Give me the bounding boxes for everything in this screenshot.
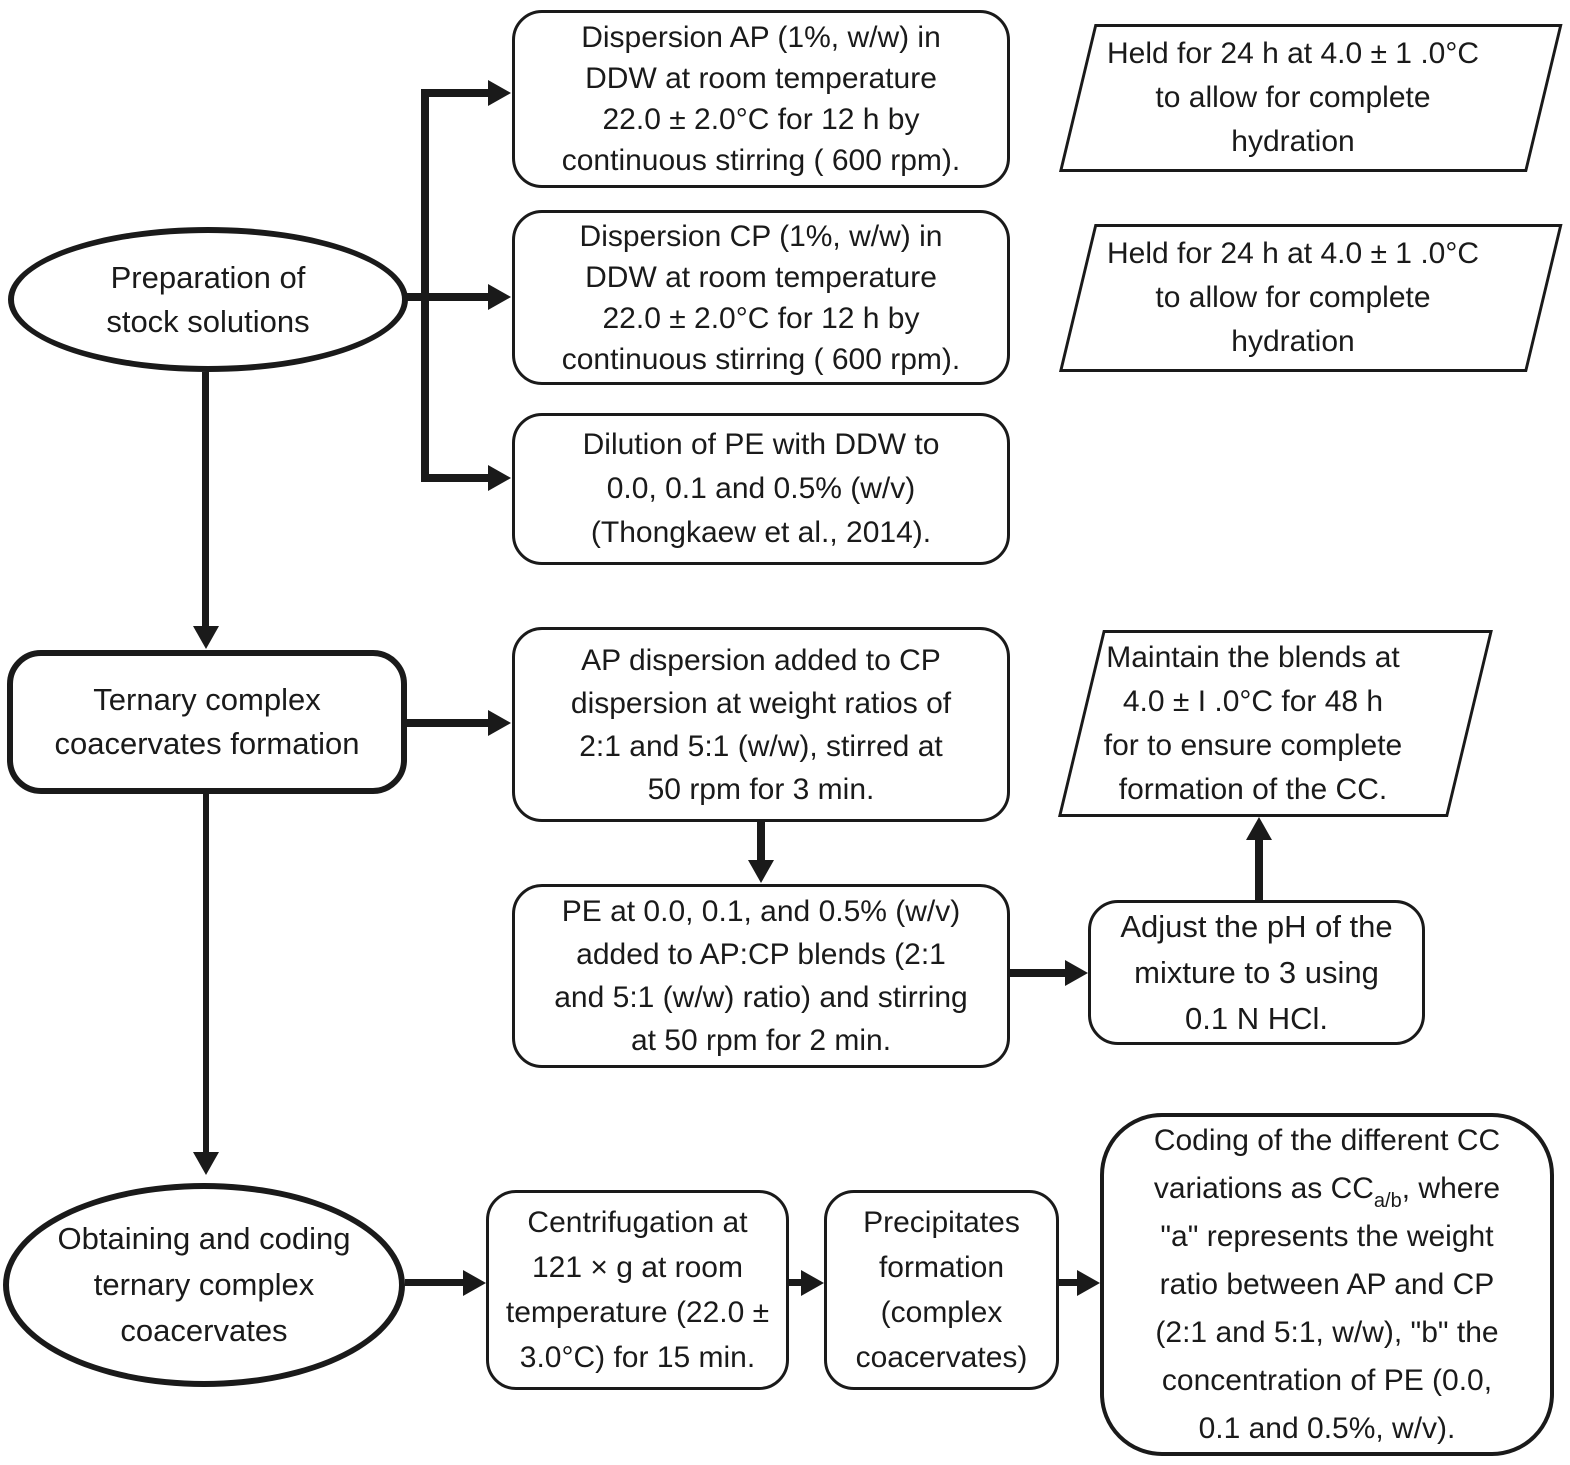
arrowhead-to-cp [488,284,511,310]
coding-subscript: a/b [1373,1189,1402,1212]
connector-to-cp [405,293,489,301]
connector-peblend-to-ph [1010,969,1066,977]
connector-ph-to-maintain [1255,838,1263,900]
coding-line-1: Coding of the different CC [1153,1123,1501,1157]
node-dilution-pe: Dilution of PE with DDW to 0.0, 0.1 and … [512,413,1010,565]
arrowhead-to-ap [488,80,511,106]
arrowhead-ternary-to-obtain [193,1152,219,1175]
connector-centrifuge-to-precipitates [789,1279,803,1286]
connector-apcp-to-peblend [757,820,765,862]
arrowhead-apcp-to-peblend [748,860,774,883]
node-hydration-hold-2: Held for 24 h at 4.0 ± 1 .0°C to allow f… [1059,224,1563,372]
node-maintain-blends-label: Maintain the blends at 4.0 ± I .0°C for … [1103,640,1403,806]
node-dispersion-ap: Dispersion AP (1%, w/w) in DDW at room t… [512,10,1010,188]
connector-branch-trunk [421,89,429,481]
connector-obtain-to-centrifuge [405,1279,465,1286]
connector-to-pe [421,474,489,482]
node-precipitates: Precipitates formation (complex coacerva… [824,1190,1059,1390]
connector-to-ap [421,89,489,97]
node-hydration-hold-1: Held for 24 h at 4.0 ± 1 .0°C to allow f… [1059,24,1563,172]
connector-precipitates-to-coding [1059,1279,1079,1286]
node-preparation-stock-solutions: Preparation of stock solutions [8,227,408,372]
node-coding-cc: Coding of the different CC variations as… [1100,1113,1554,1456]
node-maintain-blends: Maintain the blends at 4.0 ± I .0°C for … [1058,630,1493,817]
arrowhead-ternary-to-apcp [488,710,511,736]
arrowhead-centrifuge-to-precipitates [801,1270,824,1296]
node-dispersion-cp: Dispersion CP (1%, w/w) in DDW at room t… [512,210,1010,385]
arrowhead-to-pe [488,465,511,491]
node-centrifugation: Centrifugation at 121 × g at room temper… [486,1190,789,1390]
coding-cc-text: Coding of the different CC variations as… [1154,1117,1500,1453]
arrowhead-ph-to-maintain [1246,817,1272,840]
connector-ternary-to-apcp [407,719,489,727]
coding-line-2: variations as CCa/b, where [1153,1171,1501,1212]
node-hydration-hold-1-label: Held for 24 h at 4.0 ± 1 .0°C to allow f… [1107,37,1479,158]
node-obtaining-coding: Obtaining and coding ternary complex coa… [3,1183,405,1387]
node-adjust-ph: Adjust the pH of the mixture to 3 using … [1088,900,1425,1045]
node-apcp-mix: AP dispersion added to CP dispersion at … [512,627,1010,822]
connector-ternary-to-obtain [203,794,209,1154]
node-ternary-formation: Ternary complex coacervates formation [7,650,407,794]
arrowhead-peblend-to-ph [1065,960,1088,986]
arrowhead-precipitates-to-coding [1077,1270,1100,1296]
connector-prep-to-ternary [202,372,209,628]
coding-rest: "a" represents the weight ratio between … [1155,1219,1499,1445]
node-pe-added-blends: PE at 0.0, 0.1, and 0.5% (w/v) added to … [512,884,1010,1068]
arrowhead-obtain-to-centrifuge [463,1270,486,1296]
node-hydration-hold-2-label: Held for 24 h at 4.0 ± 1 .0°C to allow f… [1107,237,1479,358]
arrowhead-prep-to-ternary [193,626,219,649]
